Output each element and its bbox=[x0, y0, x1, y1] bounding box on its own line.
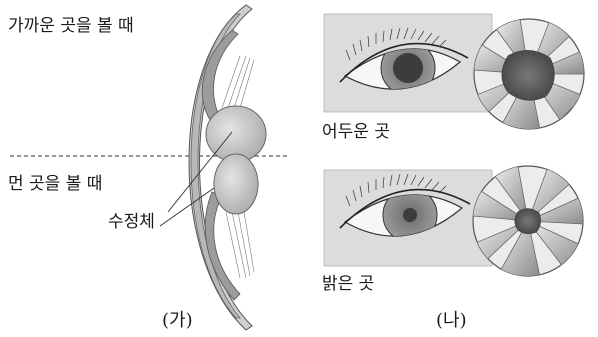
lens-label: 수정체 bbox=[108, 212, 155, 232]
caption-panel-b: (나) bbox=[436, 310, 467, 331]
pupil-comparison-panel bbox=[323, 13, 585, 277]
near-vision-label: 가까운 곳을 볼 때 bbox=[8, 16, 134, 36]
bright-upper-eyelid bbox=[339, 188, 471, 229]
bright-place-label: 밝은 곳 bbox=[322, 274, 375, 294]
bright-aperture bbox=[472, 165, 584, 277]
bright-eyelashes bbox=[345, 173, 447, 207]
far-vision-label: 먼 곳을 볼 때 bbox=[8, 174, 103, 194]
bright-pupil bbox=[403, 208, 417, 222]
zonule-fibers bbox=[221, 55, 255, 279]
dark-aperture bbox=[473, 18, 585, 130]
dark-pupil bbox=[393, 53, 423, 83]
lens-accommodation-panel bbox=[10, 4, 290, 331]
bright-condition-group bbox=[323, 165, 584, 277]
dark-condition-group bbox=[323, 13, 585, 130]
caption-panel-a: (가) bbox=[162, 310, 193, 331]
dark-eyelashes bbox=[345, 27, 447, 61]
dark-upper-eyelid bbox=[339, 42, 469, 83]
lens-pointer-line-upper bbox=[167, 131, 233, 213]
iris-section-lower bbox=[204, 191, 241, 301]
dark-place-label: 어두운 곳 bbox=[322, 122, 390, 142]
lens-far bbox=[213, 153, 259, 215]
lens-pointer-line-lower bbox=[159, 187, 215, 227]
